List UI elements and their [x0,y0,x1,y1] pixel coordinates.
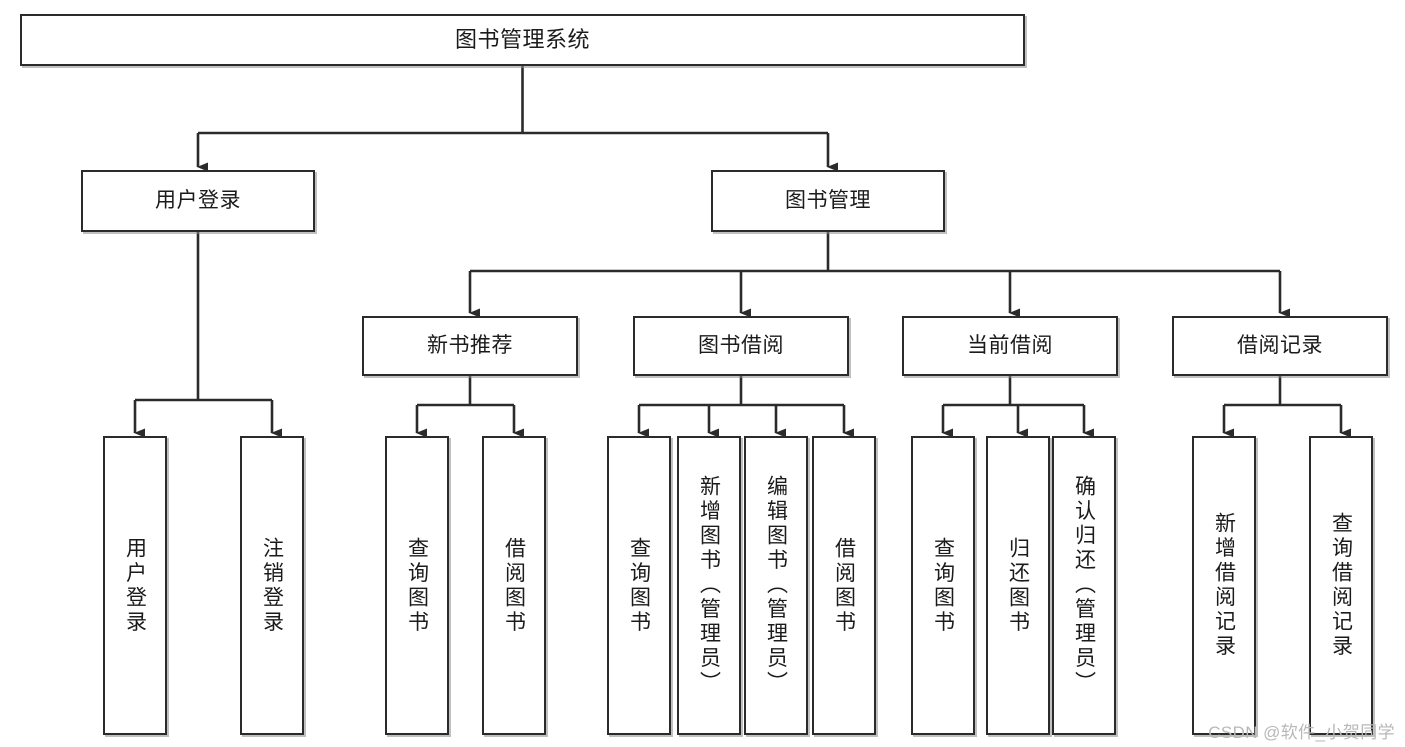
node-leaf-return-book[interactable]: 归还图书 [986,436,1050,735]
node-leaf-add-record[interactable]: 新增借阅记录 [1192,436,1256,735]
node-label: 编辑图书（管理员） [764,475,788,696]
node-leaf-query-book-cur[interactable]: 查询图书 [911,436,975,735]
node-leaf-query-book-new[interactable]: 查询图书 [385,436,449,735]
node-leaf-user-login[interactable]: 用户登录 [103,436,167,735]
node-label: 查询图书 [931,536,955,635]
node-leaf-logout-login[interactable]: 注销登录 [240,436,304,735]
node-user-login[interactable]: 用户登录 [81,170,315,232]
watermark-text: CSDN @软件_小贺同学 [1208,723,1395,742]
node-label: 查询图书 [405,536,429,635]
node-book-manage[interactable]: 图书管理 [711,170,945,232]
node-label: 新书推荐 [427,334,513,358]
node-leaf-query-book[interactable]: 查询图书 [607,436,671,735]
node-leaf-add-book-admin[interactable]: 新增图书（管理员） [677,436,741,735]
node-label: 图书管理系统 [454,26,590,52]
node-label: 借阅记录 [1237,334,1323,358]
node-label: 归还图书 [1006,536,1030,635]
node-label: 图书管理 [785,189,871,213]
node-label: 用户登录 [123,536,147,635]
node-current-borrow[interactable]: 当前借阅 [902,316,1118,376]
node-label: 注销登录 [260,536,284,635]
node-label: 查询借阅记录 [1329,512,1353,659]
node-label: 查询图书 [627,536,651,635]
node-label: 当前借阅 [967,334,1053,358]
node-leaf-confirm-return[interactable]: 确认归还（管理员） [1052,436,1116,735]
node-book-borrow[interactable]: 图书借阅 [633,316,849,376]
node-label: 借阅图书 [832,536,856,635]
node-leaf-query-record[interactable]: 查询借阅记录 [1309,436,1373,735]
node-label: 确认归还（管理员） [1072,475,1096,696]
node-leaf-borrow-book[interactable]: 借阅图书 [812,436,876,735]
node-label: 用户登录 [155,189,241,213]
node-label: 借阅图书 [502,536,526,635]
node-label: 新增借阅记录 [1212,512,1236,659]
node-borrow-record[interactable]: 借阅记录 [1172,316,1388,376]
node-label: 图书借阅 [698,334,784,358]
node-leaf-borrow-book-new[interactable]: 借阅图书 [482,436,546,735]
node-root[interactable]: 图书管理系统 [20,14,1025,66]
node-new-book-recommend[interactable]: 新书推荐 [362,316,578,376]
node-label: 新增图书（管理员） [697,475,721,696]
node-leaf-edit-book-admin[interactable]: 编辑图书（管理员） [744,436,808,735]
